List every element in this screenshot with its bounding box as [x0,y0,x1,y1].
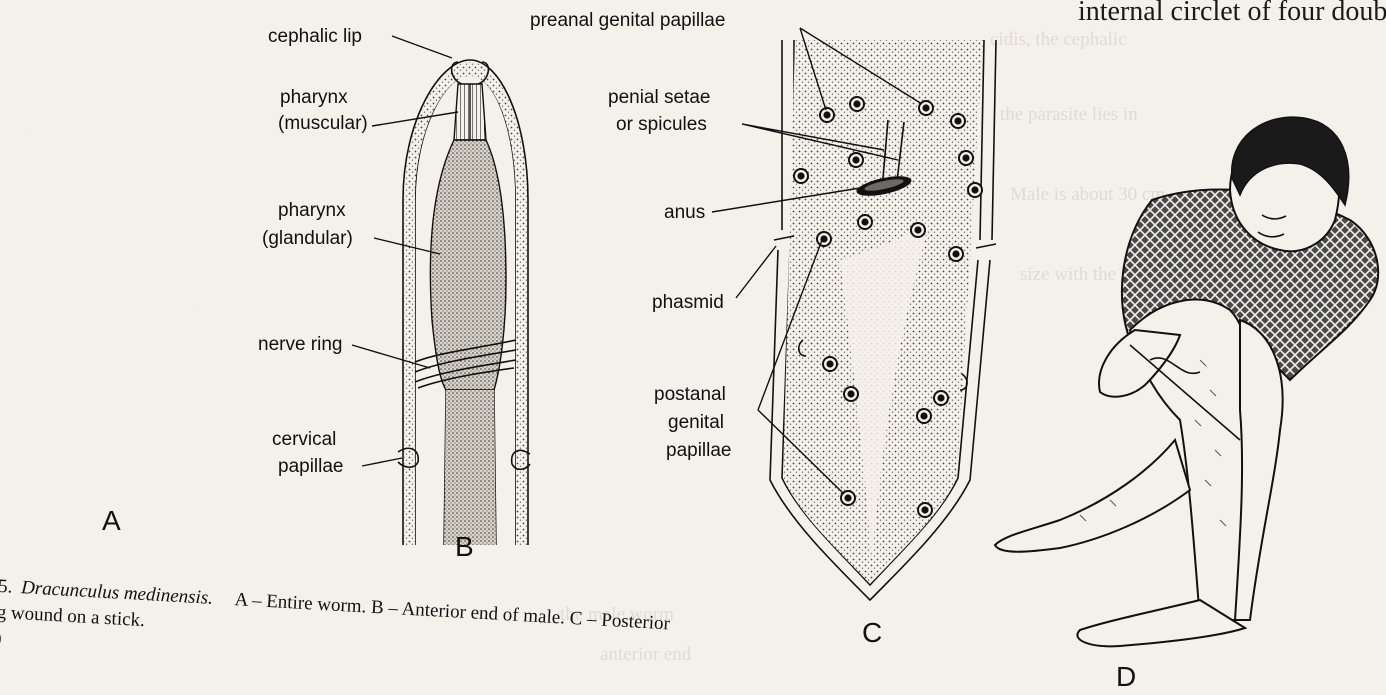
papilla [858,215,872,229]
papilla [951,114,965,128]
papilla [917,409,931,423]
label-postanal-1: postanal [654,384,726,405]
papilla [911,223,925,237]
caption-line-2: g wound on a stick. [0,602,145,631]
label-cervical-papillae-1: cervical [272,429,336,450]
label-pharynx-muscular-2: (muscular) [278,113,368,134]
figure-caption: 5. Dracunculus medinensis. A – Entire wo… [0,576,671,686]
glandular-pharynx-shape [430,140,506,390]
label-anus: anus [664,202,705,223]
label-pharynx-glandular-2: (glandular) [262,228,353,249]
papilla [850,97,864,111]
label-phasmid: phasmid [652,292,724,313]
svg-text:the parasite lies in: the parasite lies in [1000,104,1138,125]
label-preanal-papillae: preanal genital papillae [530,10,725,31]
caption-line-3: ) [0,628,2,649]
panel-b-anterior-end [398,60,530,545]
panel-a-worm [14,45,206,501]
papilla [823,357,837,371]
papilla [794,169,808,183]
label-pharynx-glandular-1: pharynx [278,200,346,221]
label-pharynx-muscular-1: pharynx [280,87,348,108]
panel-b-letter: B [455,531,474,562]
svg-text:Male is about 30 cm: Male is about 30 cm [1010,184,1165,205]
panel-c-letter: C [862,617,882,648]
label-penial-setae-2: or spicules [616,114,707,135]
caption-figure-number: 5. [0,576,13,598]
label-postanal-2: genital [668,412,724,433]
papilla [959,151,973,165]
panel-c-posterior-end [770,40,996,600]
caption-description: A – Entire worm. B – Anterior end of mal… [234,589,671,634]
label-postanal-3: papillae [666,440,732,461]
papilla [820,108,834,122]
label-nerve-ring: nerve ring [258,334,343,355]
papilla [968,183,982,197]
background-text-fragment: internal circlet of four doub [1078,0,1386,27]
svg-text:cidis, the cephalic: cidis, the cephalic [990,29,1127,50]
papilla [817,232,831,246]
papilla [844,387,858,401]
panel-a-letter: A [102,505,121,536]
papilla [849,153,863,167]
papilla [949,247,963,261]
svg-text:anterior end: anterior end [600,644,692,665]
label-cervical-papillae-2: papillae [278,456,344,477]
label-penial-setae-1: penial setae [608,87,710,108]
papilla [918,503,932,517]
panel-d-letter: D [1116,661,1136,692]
label-cephalic-lip: cephalic lip [268,26,362,47]
svg-text:size with the: size with the [1020,264,1116,285]
papilla [934,391,948,405]
